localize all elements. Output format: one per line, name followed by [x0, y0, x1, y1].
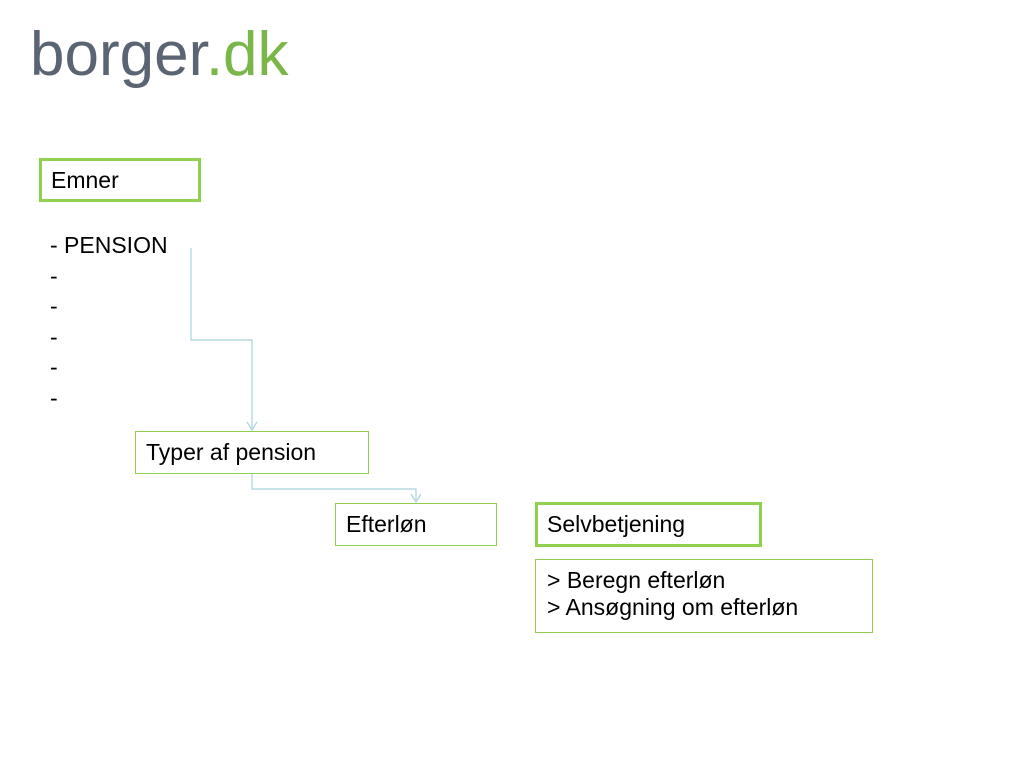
- topic-list: - PENSION - - - - -: [50, 230, 168, 413]
- topic-item: - PENSION: [50, 232, 168, 258]
- topic-item: -: [50, 262, 58, 289]
- efterlon-label: Efterløn: [346, 511, 427, 537]
- emner-box: Emner: [39, 158, 201, 202]
- connector-pension-to-typer: [190, 248, 253, 428]
- ansogning-efterlon-link[interactable]: > Ansøgning om efterløn: [547, 594, 799, 620]
- selvbetjening-label: Selvbetjening: [547, 511, 686, 537]
- beregn-efterlon-link[interactable]: > Beregn efterløn: [547, 567, 726, 593]
- topic-item: -: [50, 323, 58, 350]
- connector-typer-to-efterlon: [251, 474, 417, 500]
- topic-item: -: [50, 384, 58, 411]
- borger-dk-logo: borger.dk: [30, 10, 289, 100]
- topic-item: -: [50, 293, 58, 319]
- arrowhead-typer: [246, 421, 258, 432]
- logo-main-text: borger: [30, 20, 206, 89]
- selvbetjening-box: Selvbetjening: [535, 502, 762, 547]
- typer-af-pension-box: Typer af pension: [135, 431, 369, 474]
- logo-domain-text: .dk: [205, 20, 289, 89]
- typer-af-pension-label: Typer af pension: [146, 439, 317, 465]
- topic-item: -: [50, 354, 58, 380]
- emner-label: Emner: [51, 167, 119, 193]
- efterlon-box: Efterløn: [335, 503, 497, 546]
- arrowhead-efterlon: [410, 493, 422, 504]
- selvbetjening-links-box: > Beregn efterløn > Ansøgning om efterlø…: [535, 559, 873, 633]
